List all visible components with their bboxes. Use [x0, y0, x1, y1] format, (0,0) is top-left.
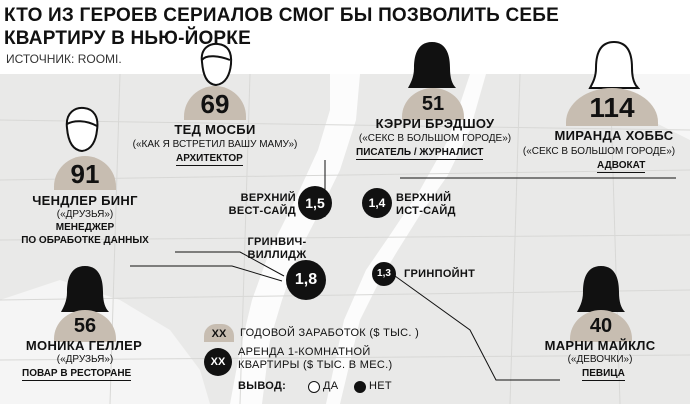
character-job-chandler-line1: МЕНЕДЖЕР — [55, 222, 115, 233]
character-show-monica: («ДРУЗЬЯ») — [56, 354, 114, 365]
legend-rent-line2: КВАРТИРЫ ($ ТЫС. В МЕС.) — [238, 359, 393, 371]
area-label-uws-line1: ВЕРХНИЙ — [240, 192, 296, 204]
character-name-miranda: МИРАНДА ХОББС — [554, 128, 674, 143]
area-label-gv-line2: ВИЛЛИДЖ — [247, 249, 307, 261]
male-head-icon — [65, 106, 99, 153]
east-river — [326, 74, 486, 404]
character-job-marnie: ПЕВИЦА — [582, 368, 625, 381]
character-show-ted: («КАК Я ВСТРЕТИЛ ВАШУ МАМУ») — [132, 139, 298, 150]
bay — [0, 280, 210, 404]
character-name-carrie: КЭРРИ БРЭДШОУ — [375, 116, 495, 131]
area-label-ues-line1: ВЕРХНИЙ — [396, 192, 452, 204]
source-note: ИСТОЧНИК: ROOMI. — [6, 52, 122, 66]
character-show-chandler: («ДРУЗЬЯ») — [56, 209, 114, 220]
rent-dot-ues: 1,4 — [362, 188, 392, 218]
character-show-marnie: («ДЕВОЧКИ») — [567, 354, 633, 365]
female-head-filled-icon — [577, 266, 625, 312]
hudson-river — [230, 74, 360, 404]
character-name-chandler: ЧЕНДЛЕР БИНГ — [32, 193, 138, 208]
character-show-carrie: («СЕКС В БОЛЬШОМ ГОРОДЕ») — [358, 133, 512, 144]
area-label-ues: ВЕРХНИЙ ИСТ-САЙД — [396, 192, 476, 218]
character-name-monica: МОНИКА ГЕЛЛЕР — [25, 338, 143, 353]
character-job-ted: АРХИТЕКТОР — [176, 153, 243, 166]
character-job-monica: ПОВАР В РЕСТОРАНЕ — [22, 368, 132, 381]
rent-dot-gp: 1,3 — [372, 262, 396, 286]
legend-salary-sample: XX — [204, 324, 234, 342]
character-show-miranda: («СЕКС В БОЛЬШОМ ГОРОДЕ») — [522, 146, 676, 157]
header: КТО ИЗ ГЕРОЕВ СЕРИАЛОВ СМОГ БЫ ПОЗВОЛИТЬ… — [0, 0, 690, 74]
area-label-gp: ГРИНПОЙНТ — [404, 268, 476, 280]
page-title: КТО ИЗ ГЕРОЕВ СЕРИАЛОВ СМОГ БЫ ПОЗВОЛИТЬ… — [4, 5, 560, 49]
legend-no-icon — [354, 381, 366, 393]
rent-dot-uws: 1,5 — [298, 186, 332, 220]
area-label-gv-line1: ГРИНВИЧ- — [247, 236, 307, 248]
legend-rent-text: АРЕНДА 1-КОМНАТНОЙ КВАРТИРЫ ($ ТЫС. В МЕ… — [238, 346, 418, 372]
legend-salary-text: ГОДОВОЙ ЗАРАБОТОК ($ ТЫС. ) — [240, 327, 420, 339]
area-label-gv: ГРИНВИЧ- ВИЛЛИДЖ — [222, 236, 332, 262]
legend-rent-line1: АРЕНДА 1-КОМНАТНОЙ — [238, 346, 371, 358]
legend-verdict-label: ВЫВОД: — [238, 380, 287, 392]
legend-yes-icon — [308, 381, 320, 393]
female-head-filled-icon — [61, 266, 109, 312]
area-label-ues-line2: ИСТ-САЙД — [396, 205, 456, 217]
male-head-icon — [200, 42, 233, 87]
character-name-ted: ТЕД МОСБИ — [174, 122, 256, 137]
leader-lines — [130, 160, 676, 381]
area-label-uws: ВЕРХНИЙ ВЕСТ-САЙД — [220, 192, 296, 218]
character-job-chandler-line2: ПО ОБРАБОТКЕ ДАННЫХ — [21, 235, 149, 246]
female-head-outline-icon — [588, 40, 640, 89]
character-name-marnie: МАРНИ МАЙКЛС — [544, 338, 656, 353]
legend-rent-sample: XX — [204, 348, 232, 376]
character-job-carrie: ПИСАТЕЛЬ / ЖУРНАЛИСТ — [356, 147, 484, 160]
legend-yes-text: ДА — [323, 380, 339, 392]
female-head-filled-icon — [408, 42, 456, 88]
character-job-miranda: АДВОКАТ — [597, 160, 646, 173]
rent-dot-gv: 1,8 — [286, 260, 326, 300]
area-label-uws-line2: ВЕСТ-САЙД — [228, 205, 296, 217]
legend-no-text: НЕТ — [369, 380, 392, 392]
